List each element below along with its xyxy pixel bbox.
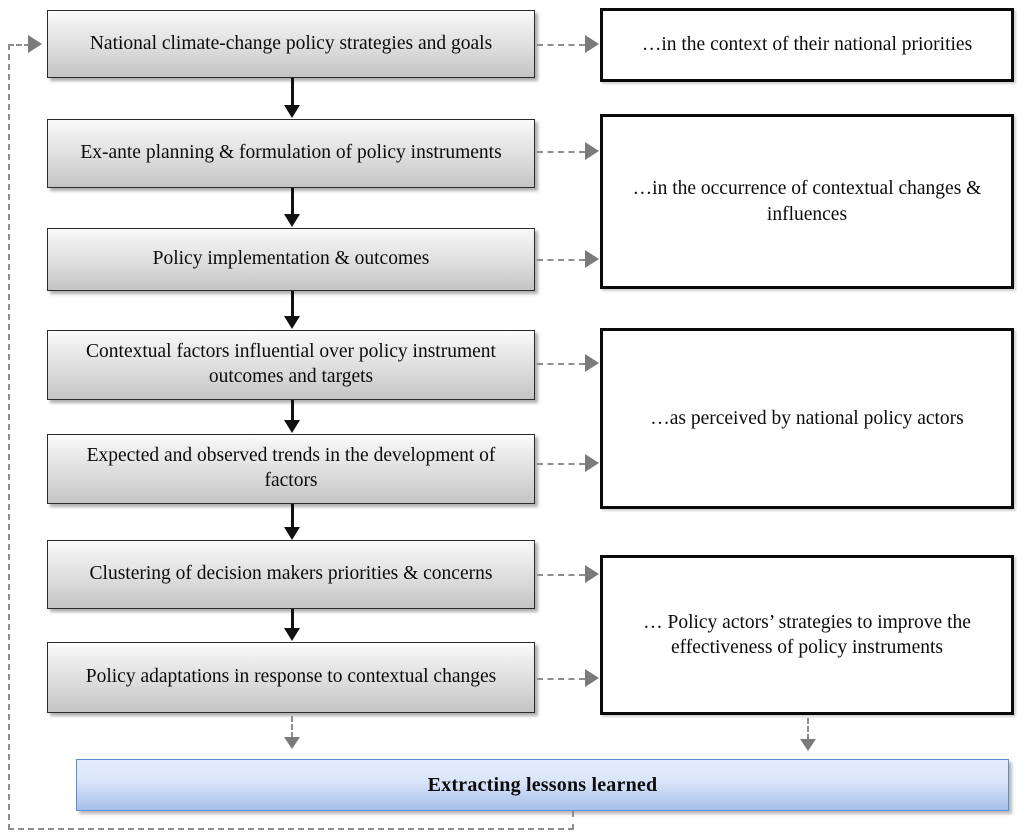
flow-arrowhead-3-4 <box>284 316 300 329</box>
process-box-step-3[interactable]: Policy implementation & outcomes <box>47 228 535 291</box>
feedback-loop-bottom <box>8 828 574 830</box>
flow-connector-6-7 <box>291 609 294 629</box>
flow-arrowhead-1-2 <box>284 105 300 118</box>
process-box-step-2[interactable]: Ex-ante planning & formulation of policy… <box>47 119 535 188</box>
process-box-label: Policy implementation & outcomes <box>152 248 430 270</box>
annotation-arrowhead-2 <box>585 142 599 160</box>
process-box-step-7[interactable]: Policy adaptations in response to contex… <box>47 642 535 713</box>
process-box-step-4[interactable]: Contextual factors influential over poli… <box>47 330 535 400</box>
process-box-step-5[interactable]: Expected and observed trends in the deve… <box>47 434 535 504</box>
annotation-link-2 <box>537 151 585 153</box>
annotation-arrowhead-4 <box>585 354 599 372</box>
process-box-label: Expected and observed trends in the deve… <box>86 445 496 491</box>
summary-arrowhead-left <box>284 737 300 749</box>
annotation-box-note-3[interactable]: …as perceived by national policy actors <box>600 328 1014 509</box>
summary-bar-label: Extracting lessons learned <box>427 773 658 796</box>
flow-connector-3-4 <box>291 291 294 317</box>
feedback-loop-drop <box>572 811 574 830</box>
summary-link-left <box>291 716 293 738</box>
process-box-label: Clustering of decision makers priorities… <box>89 563 493 585</box>
process-box-label: Contextual factors influential over poli… <box>86 341 496 387</box>
annotation-box-label: …as perceived by national policy actors <box>650 407 964 429</box>
annotation-arrowhead-6 <box>585 565 599 583</box>
flow-connector-5-6 <box>291 504 294 528</box>
annotation-arrowhead-3 <box>585 250 599 268</box>
annotation-box-label: … Policy actors’ strategies to improve t… <box>643 611 971 658</box>
flow-arrowhead-4-5 <box>284 420 300 433</box>
annotation-link-1 <box>537 44 585 46</box>
summary-link-right <box>807 718 809 740</box>
annotation-box-note-1[interactable]: …in the context of their national priori… <box>600 8 1014 82</box>
annotation-box-label: …in the occurrence of contextual changes… <box>632 178 982 225</box>
flow-connector-2-3 <box>291 188 294 215</box>
process-box-step-6[interactable]: Clustering of decision makers priorities… <box>47 540 535 609</box>
feedback-loop-riser <box>8 44 10 830</box>
process-box-label: National climate-change policy strategie… <box>89 32 493 54</box>
annotation-arrowhead-7 <box>585 669 599 687</box>
flow-arrowhead-6-7 <box>284 628 300 641</box>
annotation-link-4 <box>537 363 585 365</box>
annotation-link-6 <box>537 574 585 576</box>
flow-connector-1-2 <box>291 78 294 107</box>
summary-bar[interactable]: Extracting lessons learned <box>76 759 1009 811</box>
annotation-box-label: …in the context of their national priori… <box>641 34 973 56</box>
annotation-arrowhead-1 <box>585 35 599 53</box>
annotation-link-5 <box>537 463 585 465</box>
annotation-box-note-4[interactable]: … Policy actors’ strategies to improve t… <box>600 555 1014 715</box>
annotation-arrowhead-5 <box>585 454 599 472</box>
feedback-loop-top <box>8 44 30 46</box>
flow-connector-4-5 <box>291 400 294 421</box>
feedback-loop-arrowhead <box>28 35 42 53</box>
flow-arrowhead-2-3 <box>284 214 300 227</box>
flow-arrowhead-5-6 <box>284 527 300 540</box>
process-box-step-1[interactable]: National climate-change policy strategie… <box>47 10 535 78</box>
process-box-label: Policy adaptations in response to contex… <box>85 666 497 688</box>
annotation-box-note-2[interactable]: …in the occurrence of contextual changes… <box>600 114 1014 289</box>
annotation-link-3 <box>537 259 585 261</box>
process-box-label: Ex-ante planning & formulation of policy… <box>80 142 502 164</box>
summary-arrowhead-right <box>800 739 816 751</box>
annotation-link-7 <box>537 678 585 680</box>
